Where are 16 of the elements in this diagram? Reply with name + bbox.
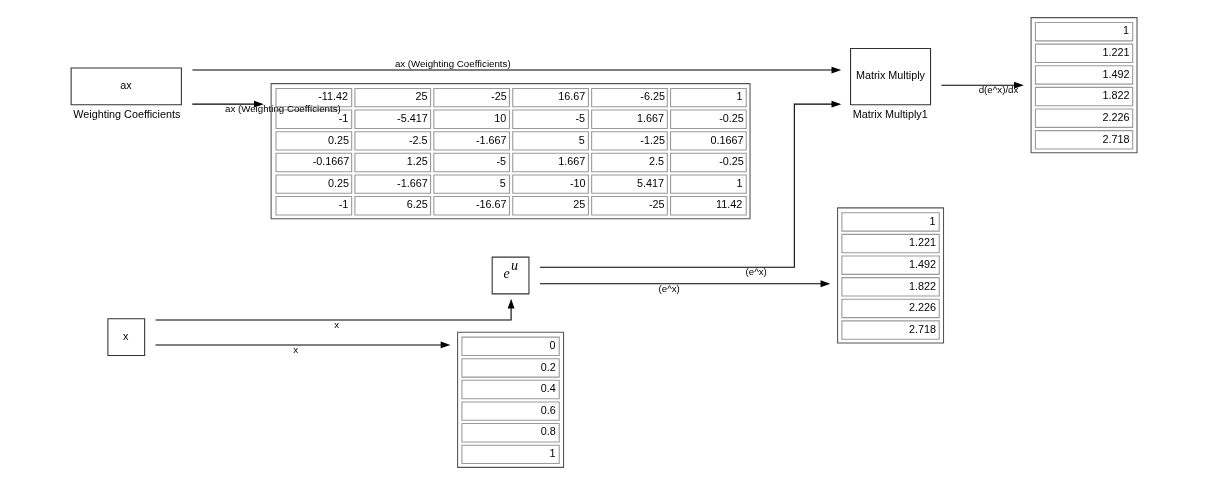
edge-label: ax (Weighting Coefficients)	[224, 102, 341, 114]
arrow	[191, 66, 841, 73]
arrow	[940, 81, 1024, 89]
edge-label: (e^x)	[658, 282, 680, 294]
edge-label: (e^x)	[744, 265, 767, 277]
arrow	[154, 298, 515, 321]
arrow	[191, 100, 264, 108]
edge-label: x	[333, 318, 339, 330]
arrow	[539, 279, 830, 287]
edge-label: d(e^x)/dx	[978, 83, 1018, 95]
arrow	[154, 341, 450, 348]
node-label: Weighting Coefficients	[72, 107, 180, 120]
arrow	[538, 100, 841, 268]
edge-label: x	[292, 343, 298, 355]
node-label: Matrix Multiply1	[852, 107, 928, 120]
edge-label: ax (Weighting Coefficients)	[394, 57, 511, 69]
